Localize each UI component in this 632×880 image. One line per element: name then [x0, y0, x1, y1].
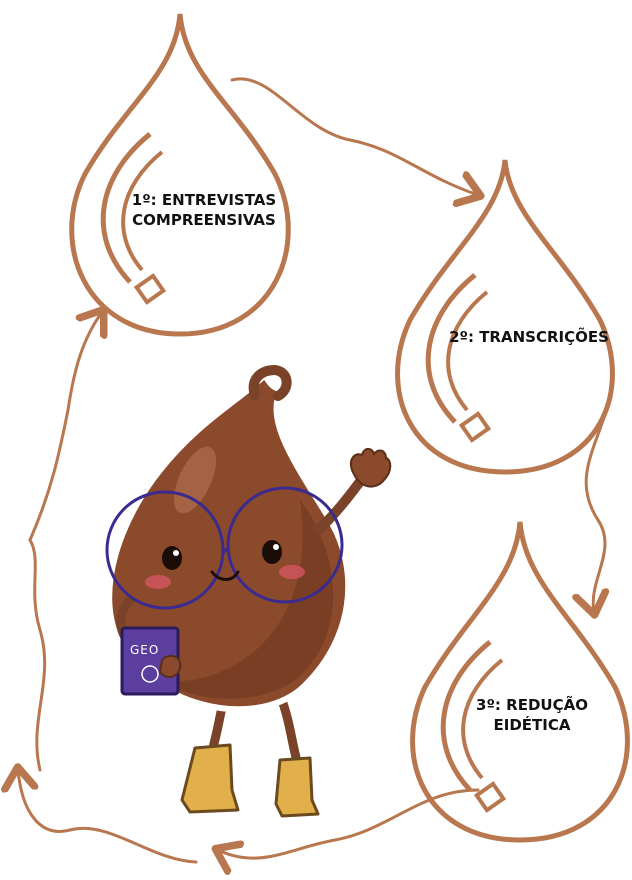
- arrow-step3-to-mascot: [218, 790, 478, 858]
- step-3-drop: [413, 522, 628, 840]
- mascot-left-boot: [182, 745, 238, 812]
- drop-sparkle: [137, 276, 164, 302]
- water-drop-icon: [398, 160, 613, 472]
- step-1-drop: [72, 14, 289, 334]
- mascot-right-blush: [279, 565, 305, 579]
- arrow-mascot-to-start: [18, 770, 196, 862]
- water-drop-icon: [413, 522, 628, 840]
- mascot-hand-on-book: [160, 656, 180, 677]
- step-2-label-line-1: 2º: TRANSCRIÇÕES: [444, 327, 614, 347]
- step-1-label: 1º: ENTREVISTAS COMPREENSIVAS: [120, 190, 288, 230]
- mascot-right-eye: [262, 540, 282, 564]
- step-2-drop: [398, 160, 613, 472]
- water-drop-icon: [72, 14, 289, 334]
- waving-drop-mascot-icon: GEO: [107, 370, 390, 816]
- step-3-label-line-2: EIDÉTICA: [462, 715, 602, 735]
- drop-sparkle: [477, 784, 504, 810]
- step-1-label-line-2: COMPREENSIVAS: [120, 210, 288, 230]
- step-2-label: 2º: TRANSCRIÇÕES: [444, 327, 614, 347]
- arrow-left-upward: [30, 312, 102, 770]
- step-1-label-line-1: 1º: ENTREVISTAS: [120, 190, 288, 210]
- drop-highlight-inner: [448, 292, 487, 410]
- drop-sparkle: [462, 414, 489, 440]
- mascot-right-boot: [276, 758, 318, 816]
- book-title: GEO: [130, 643, 159, 657]
- mascot-left-eye: [162, 546, 182, 570]
- step-3-label-line-1: 3º: REDUÇÃO: [462, 695, 602, 715]
- mascot-right-eye-shine: [273, 544, 279, 550]
- mascot-left-blush: [145, 575, 171, 589]
- arrow-step1-to-step2: [232, 79, 478, 195]
- mascot-left-eye-shine: [173, 550, 179, 556]
- mascot-right-leg: [280, 695, 298, 765]
- drop-highlight: [428, 275, 475, 422]
- step-3-label: 3º: REDUÇÃO EIDÉTICA: [462, 695, 602, 735]
